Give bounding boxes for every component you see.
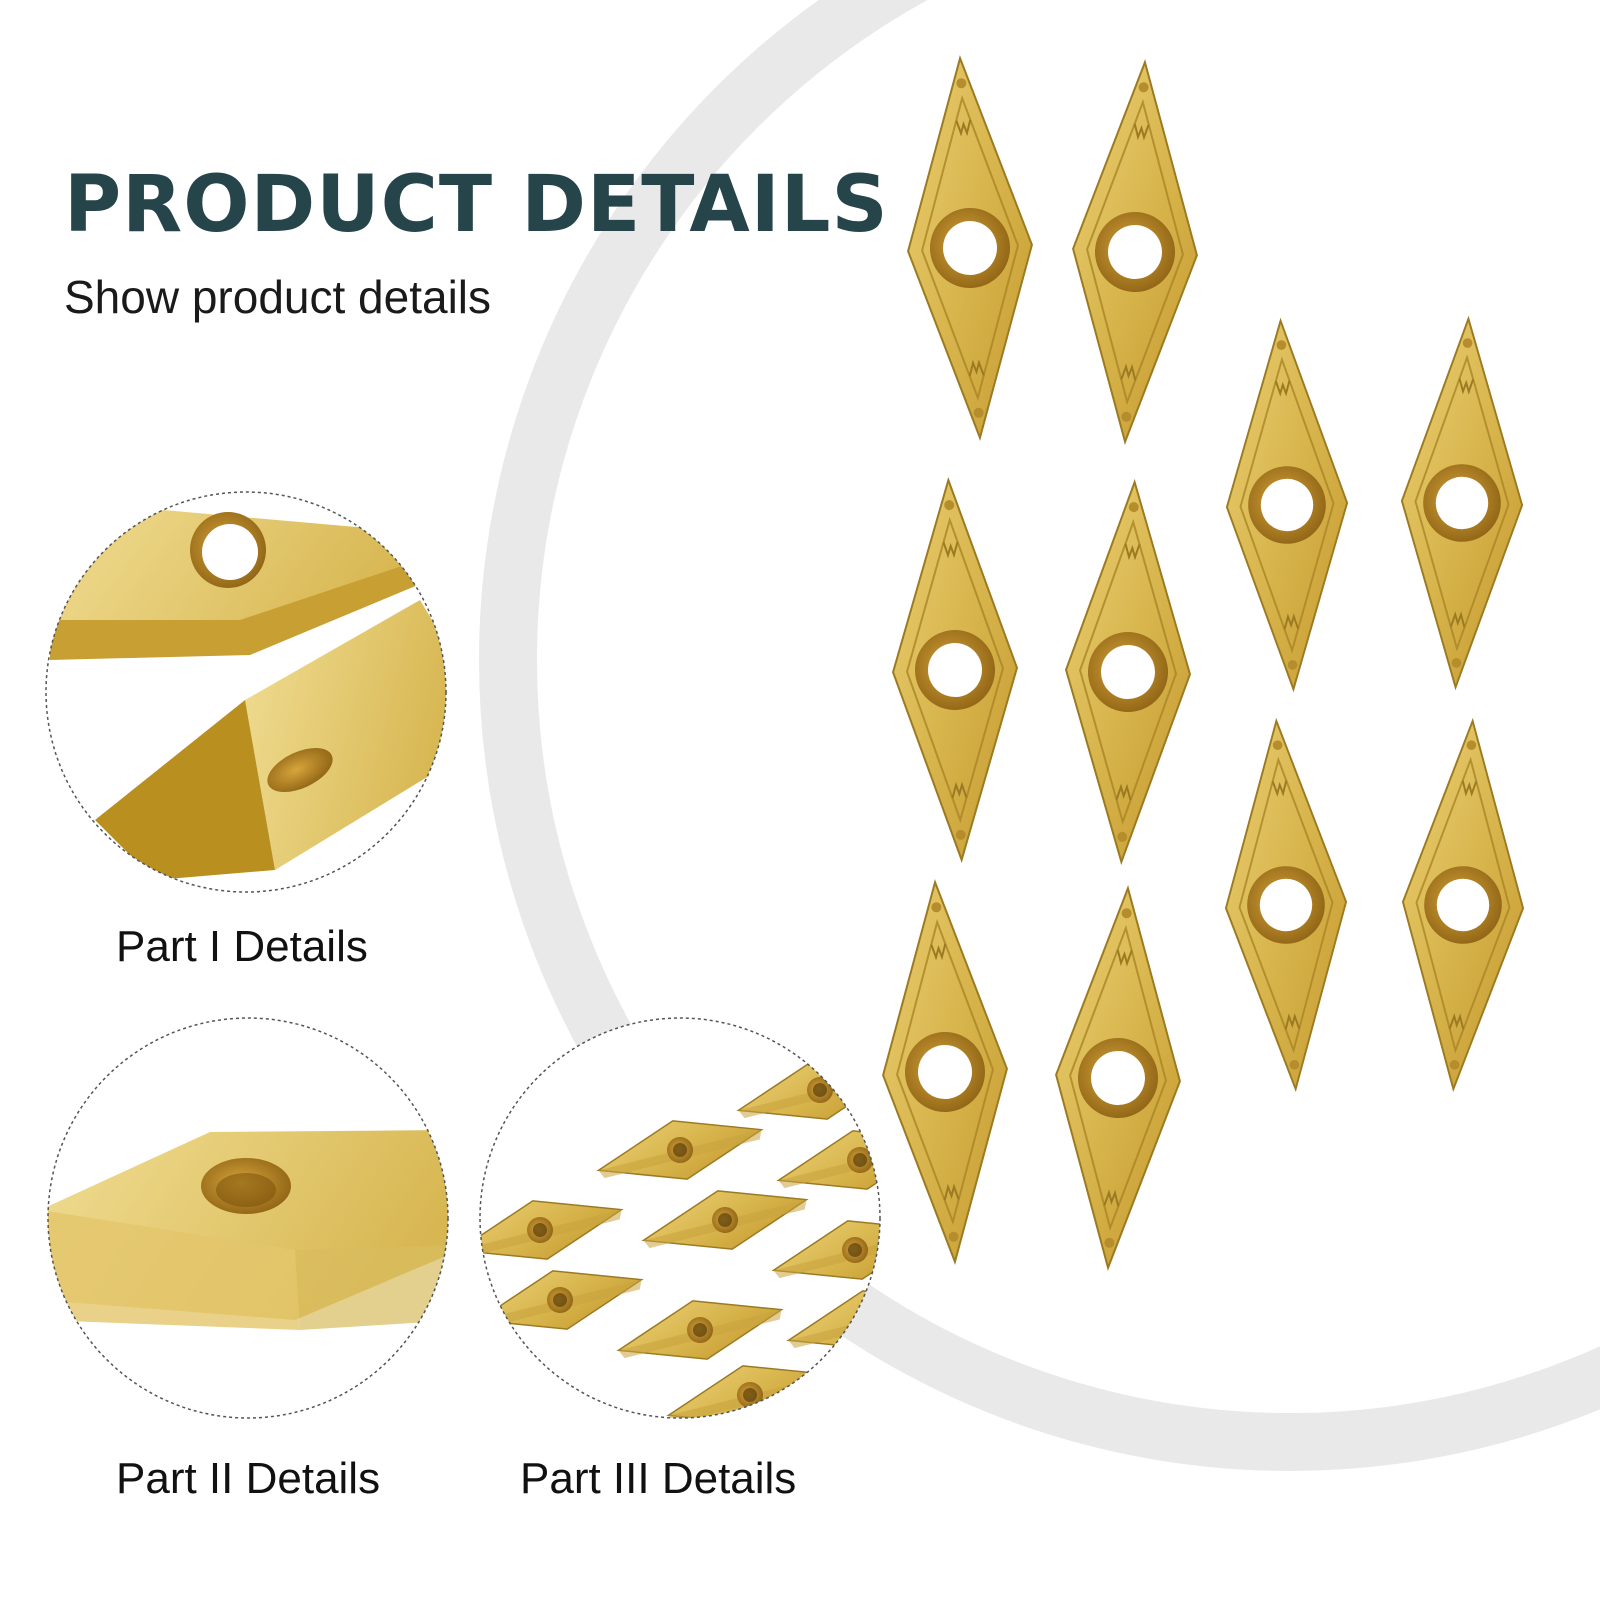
background-arc xyxy=(479,0,1600,1471)
detail-circle-part-2 xyxy=(47,1017,449,1419)
insert-9 xyxy=(1215,716,1357,1094)
detail-circle-part-1 xyxy=(45,491,447,893)
insert-6 xyxy=(1045,884,1191,1272)
caption-part-2: Part II Details xyxy=(116,1454,381,1503)
caption-part-3: Part III Details xyxy=(520,1454,797,1503)
insert-7 xyxy=(1219,317,1355,693)
caption-part-1: Part I Details xyxy=(116,922,368,971)
page-subtitle: Show product details xyxy=(64,271,492,323)
insert-4 xyxy=(1058,478,1198,866)
insert-5 xyxy=(872,878,1018,1266)
page-title: PRODUCT DETAILS xyxy=(64,160,889,250)
insert-10 xyxy=(1392,716,1534,1094)
product-inserts xyxy=(872,54,1534,1272)
insert-2 xyxy=(1062,58,1208,446)
insert-3 xyxy=(885,476,1025,864)
detail-circle-part-3 xyxy=(479,1017,881,1419)
insert-1 xyxy=(897,54,1043,442)
insert-8 xyxy=(1394,315,1530,691)
